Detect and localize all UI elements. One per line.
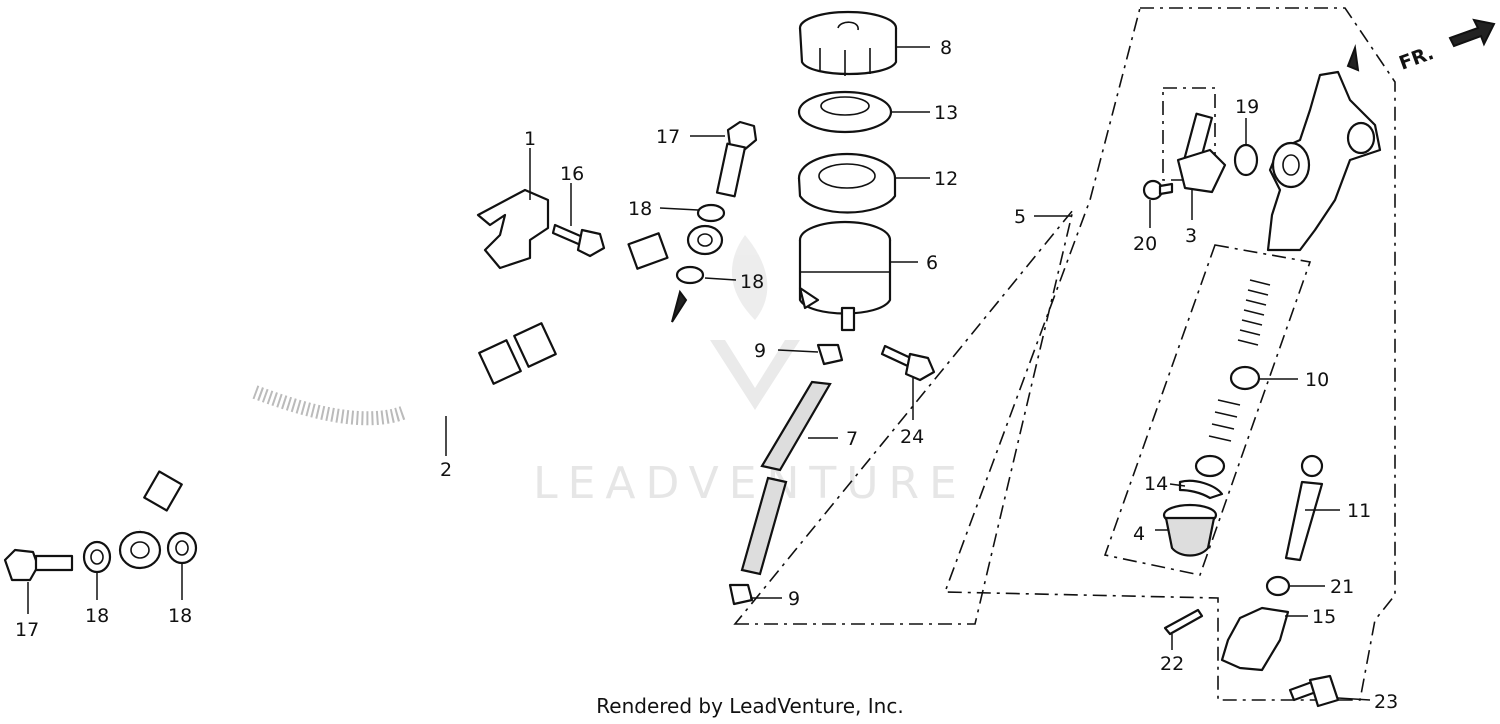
callout-3: 3 xyxy=(1185,225,1197,247)
reservoir-cap xyxy=(798,10,898,76)
clamp-bolt xyxy=(551,223,606,258)
push-rod xyxy=(1284,454,1324,562)
callout-19: 19 xyxy=(1235,96,1259,118)
callout-9-lower: 9 xyxy=(788,588,800,610)
callout-24: 24 xyxy=(900,426,924,448)
cotter-pin xyxy=(1163,608,1204,636)
callout-1: 1 xyxy=(524,128,536,150)
front-direction-arrow: FR. xyxy=(1396,18,1496,75)
callout-23: 23 xyxy=(1374,691,1398,713)
hose-clamp xyxy=(476,188,550,270)
callout-15: 15 xyxy=(1312,606,1336,628)
sealing-washer-2 xyxy=(166,531,198,565)
callout-18-c: 18 xyxy=(85,605,109,627)
master-cylinder-body xyxy=(1266,44,1382,252)
banjo-bolt-upper xyxy=(715,120,758,198)
callout-17-upper: 17 xyxy=(656,126,680,148)
callout-18-a: 18 xyxy=(628,198,652,220)
sealing-washer-4 xyxy=(675,265,705,285)
render-credit: Rendered by LeadVenture, Inc. xyxy=(596,694,904,718)
callout-21: 21 xyxy=(1330,576,1354,598)
reservoir-diaphragm xyxy=(797,152,897,214)
push-rod-joint xyxy=(1220,606,1290,672)
joint-pin xyxy=(1288,674,1340,708)
callout-5: 5 xyxy=(1014,206,1026,228)
callout-18-b: 18 xyxy=(740,271,764,293)
callout-17-lower: 17 xyxy=(15,619,39,641)
push-rod-nut xyxy=(1265,575,1291,597)
reservoir-tube xyxy=(740,380,832,576)
callout-10: 10 xyxy=(1305,369,1329,391)
front-direction-label: FR. xyxy=(1396,42,1437,75)
callout-numbers: 1 2 3 4 5 6 7 8 9 9 10 11 12 13 14 15 16… xyxy=(15,37,1398,713)
callout-2: 2 xyxy=(440,459,452,481)
reservoir-plate xyxy=(797,90,893,134)
sealing-washer-1 xyxy=(82,540,112,574)
callout-6: 6 xyxy=(926,252,938,274)
brake-hose xyxy=(118,224,724,570)
callout-12: 12 xyxy=(934,168,958,190)
piston-set xyxy=(1178,279,1271,500)
insert-arrow-icon xyxy=(1346,44,1360,72)
callout-4: 4 xyxy=(1133,523,1145,545)
assembly-frame-reservoir xyxy=(733,209,1074,625)
callout-18-d: 18 xyxy=(168,605,192,627)
assembly-frame-inner xyxy=(1162,87,1216,181)
o-ring xyxy=(1233,143,1259,177)
assembly-frame-kit-10 xyxy=(1103,244,1312,576)
callout-11: 11 xyxy=(1347,500,1371,522)
front-arrow-icon xyxy=(1448,18,1496,48)
callout-8: 8 xyxy=(940,37,952,59)
callout-14: 14 xyxy=(1144,473,1168,495)
callout-22: 22 xyxy=(1160,653,1184,675)
dust-boot xyxy=(1162,503,1218,557)
watermark-text: LEADVENTURE xyxy=(533,458,967,509)
callout-7: 7 xyxy=(846,428,858,450)
reservoir-bolt xyxy=(880,344,936,382)
reservoir xyxy=(798,220,892,332)
bleeder-screw xyxy=(1142,179,1174,201)
callout-13: 13 xyxy=(934,102,958,124)
leadventure-watermark: LEADVENTURE xyxy=(533,235,967,509)
callout-9-upper: 9 xyxy=(754,340,766,362)
sealing-washer-3 xyxy=(696,203,726,223)
leader-lines xyxy=(27,46,1371,701)
hose-clip-upper xyxy=(816,343,844,366)
hose-joint xyxy=(1176,112,1227,194)
callout-16: 16 xyxy=(560,163,584,185)
hose-clip-lower xyxy=(728,583,754,606)
callout-20: 20 xyxy=(1133,233,1157,255)
banjo-bolt-lower xyxy=(3,548,74,582)
assembly-arrow-icon xyxy=(671,289,688,323)
